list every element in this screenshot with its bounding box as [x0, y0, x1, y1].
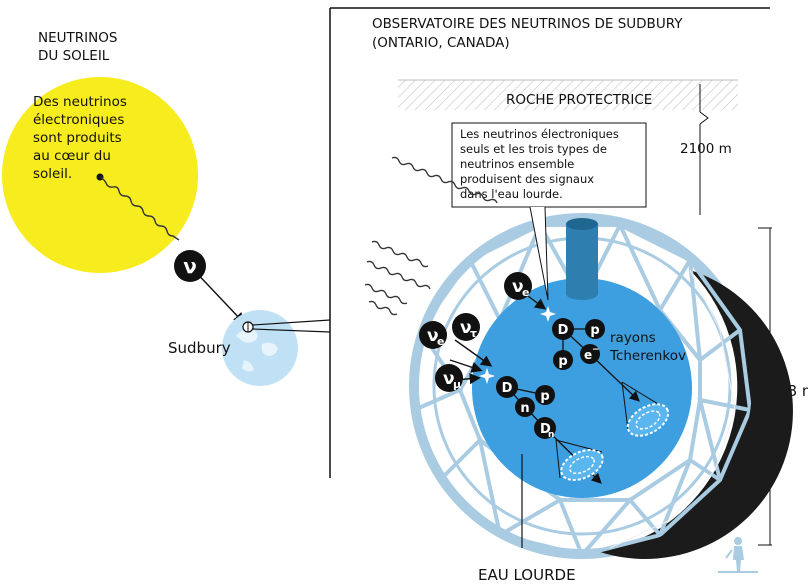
svg-text:ν: ν: [427, 326, 439, 346]
callout-line: dans l'eau lourde.: [460, 187, 563, 201]
sun-title-line2: DU SOLEIL: [38, 48, 110, 64]
heavy-water-sphere: [472, 278, 692, 498]
acrylic-neck: [566, 218, 598, 300]
svg-text:p: p: [590, 323, 599, 338]
svg-text:D: D: [502, 381, 513, 396]
deuteron-badge: D: [552, 318, 574, 340]
callout-box: Les neutrinos électroniques seuls et les…: [451, 122, 647, 301]
svg-text:e: e: [522, 286, 529, 299]
callout-line: Les neutrinos électroniques: [460, 127, 619, 141]
connector-line: [252, 319, 331, 326]
connector-line: [252, 328, 331, 333]
incoming-neutrino-tracks: [364, 156, 498, 316]
svg-text:ν: ν: [460, 318, 472, 338]
proton-badge: p: [585, 319, 605, 339]
cherenkov-label-line2: Tcherenkov: [609, 348, 686, 364]
svg-text:ν: ν: [183, 254, 197, 278]
observatory-title-line2: (ONTARIO, CANADA): [372, 35, 510, 51]
neutron-badge: n: [515, 397, 535, 417]
sudbury-location-marker: [242, 321, 254, 333]
cherenkov-cone: [621, 381, 670, 437]
callout-line: produisent des signaux: [460, 172, 594, 186]
cherenkov-cone: [555, 439, 604, 482]
svg-text:D: D: [558, 323, 569, 338]
svg-text:n: n: [520, 401, 529, 416]
protective-rock-layer: [398, 79, 738, 110]
svg-text:n: n: [548, 430, 554, 440]
proton-badge: p: [553, 350, 573, 370]
electron-badge: e −: [580, 344, 600, 364]
callout-line: neutrinos ensemble: [460, 157, 574, 171]
svg-text:ν: ν: [512, 277, 524, 297]
svg-text:μ: μ: [453, 378, 461, 391]
svg-text:p: p: [540, 389, 549, 404]
svg-text:e: e: [584, 348, 592, 362]
deuteron-n-badge: D n: [534, 417, 556, 440]
svg-text:ν: ν: [443, 369, 455, 389]
interaction-flash: [479, 306, 556, 384]
sun-title-line1: NEUTRINOS: [38, 30, 117, 46]
svg-text:D: D: [540, 422, 551, 437]
nu-e-badge: ν e: [504, 272, 532, 300]
deuteron-badge: D: [496, 376, 518, 398]
sudbury-label: Sudbury: [168, 339, 231, 357]
depth-marker: [699, 84, 709, 215]
depth-label: 2100 m: [680, 141, 732, 157]
observatory-title-line1: OBSERVATOIRE DES NEUTRINOS DE SUDBURY: [372, 16, 683, 32]
svg-text:τ: τ: [470, 327, 477, 340]
sun-desc-line: Des neutrinos: [33, 94, 127, 110]
callout-line: seuls et les trois types de: [460, 142, 607, 156]
earth: [222, 310, 298, 386]
proton-badge: p: [535, 385, 555, 405]
sun-neutrino-badge: ν: [174, 250, 206, 282]
rock-label: ROCHE PROTECTRICE: [506, 92, 652, 108]
sun-desc-line: soleil.: [33, 166, 72, 182]
sun-desc-line: sont produits: [33, 130, 122, 146]
cherenkov-label-line1: rayons: [610, 330, 656, 346]
geodesic-support-frame: [409, 213, 793, 559]
heavy-water-label: EAU LOURDE: [478, 566, 576, 584]
svg-text:e: e: [437, 335, 444, 348]
sun-wavy-track: [99, 176, 180, 241]
sun-desc-line: électroniques: [33, 112, 124, 128]
sun-desc-line: au cœur du: [33, 148, 111, 164]
sun-description: Des neutrinos électroniques sont produit…: [33, 94, 127, 182]
nu-mu-badge: ν μ: [435, 364, 463, 392]
svg-text:p: p: [558, 354, 567, 369]
nu-e-badge: ν e: [419, 321, 447, 349]
nu-tau-badge: ν τ: [452, 313, 480, 341]
svg-text:−: −: [592, 345, 600, 355]
human-scale-figure: [718, 537, 758, 573]
